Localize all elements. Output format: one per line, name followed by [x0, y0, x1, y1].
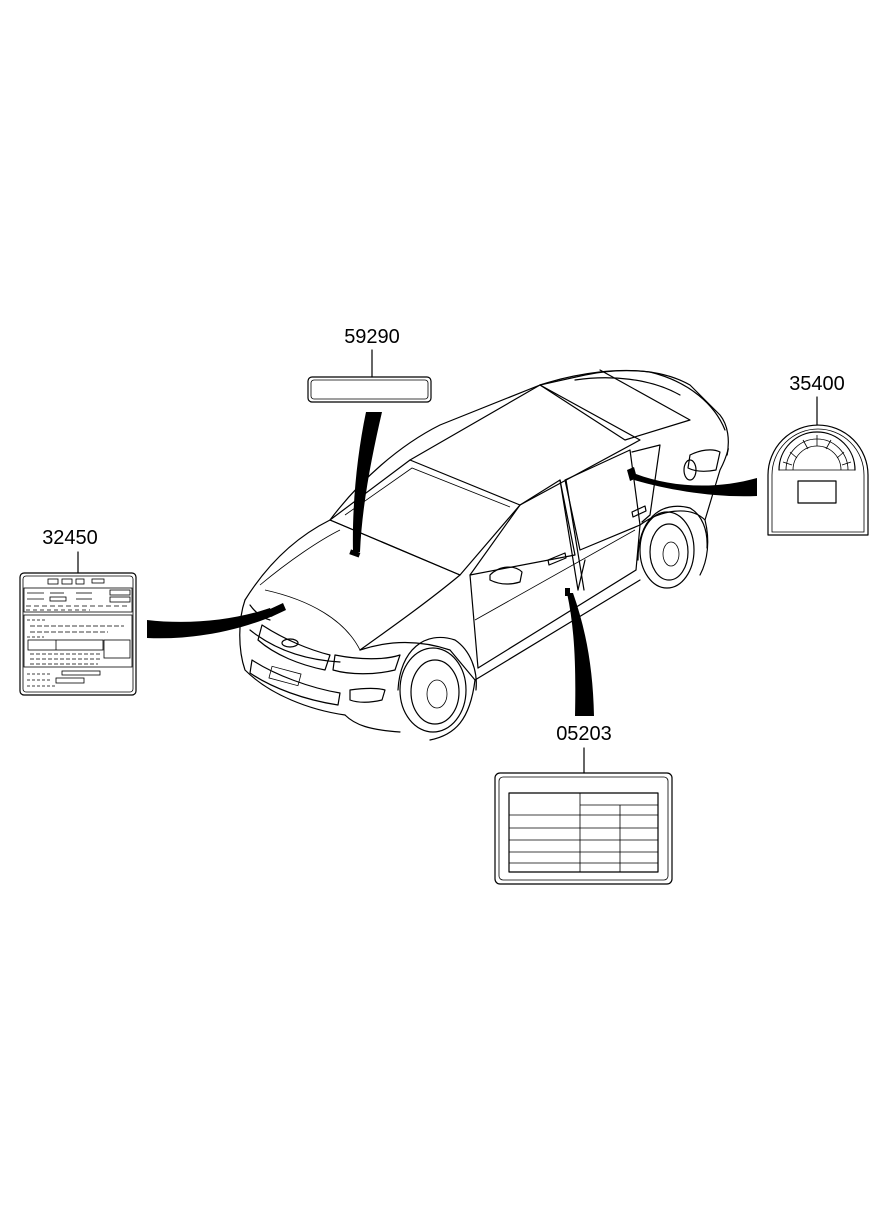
leader-emission: [147, 608, 273, 639]
fuel-cap-label-sticker: [767, 424, 869, 536]
gauge-icon: [778, 431, 856, 471]
part-number-32450: 32450: [42, 527, 98, 549]
part-32450: 32450: [19, 527, 137, 696]
tire-table-graphic: [508, 792, 659, 873]
part-number-35400: 35400: [789, 373, 845, 395]
car-illustration: [239, 369, 729, 741]
leader-fuel-cap: [634, 474, 757, 497]
leader-tire: [567, 593, 594, 716]
part-59290: 59290: [307, 326, 432, 403]
tire-label-sticker: [494, 772, 673, 885]
leader-lines: [147, 412, 757, 716]
emission-label-sticker: [19, 572, 137, 696]
part-number-59290: 59290: [344, 326, 400, 348]
part-05203: 05203: [494, 723, 673, 885]
part-35400: 35400: [767, 373, 869, 536]
leader-hood: [352, 412, 382, 552]
hood-label-sticker: [307, 376, 432, 403]
part-number-05203: 05203: [556, 723, 612, 745]
